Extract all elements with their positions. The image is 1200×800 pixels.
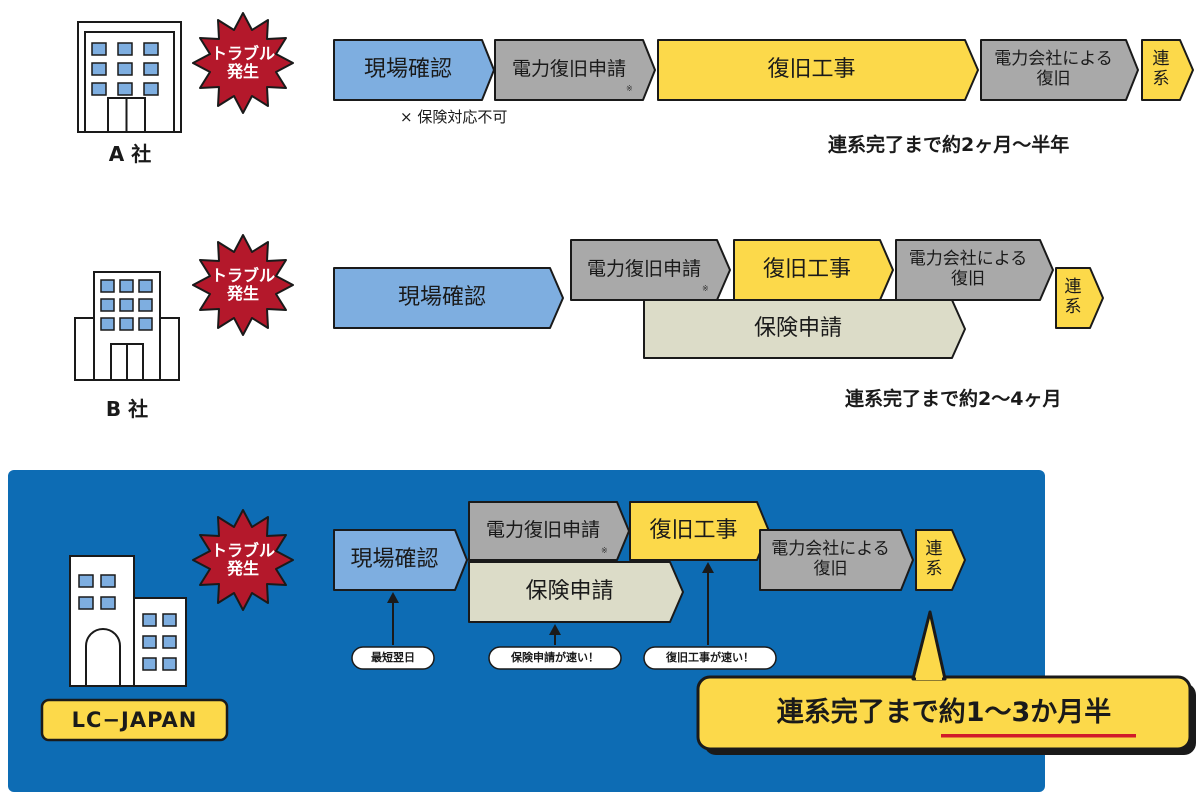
step-lc-power-application [468, 501, 630, 561]
step-b-grid-connection [1055, 267, 1104, 329]
summary-underline [941, 734, 1136, 738]
step-lc-utility-recovery [759, 529, 914, 591]
step-a-recovery-work [657, 39, 979, 101]
callout-pill-fastest [351, 646, 435, 670]
building-a-icon [77, 21, 182, 133]
building-b-icon [74, 271, 180, 381]
step-a-utility-recovery [980, 39, 1139, 101]
callout-pill-recovery-fast [643, 646, 777, 670]
note-mark-lc: ※ [601, 546, 608, 555]
step-b-power-application [570, 239, 731, 301]
step-lc-site-check [333, 529, 468, 591]
step-b-insurance [643, 299, 966, 359]
step-b-recovery-work [733, 239, 894, 301]
step-lc-insurance [468, 561, 684, 623]
trouble-burst-a-icon [192, 12, 294, 114]
note-mark-b: ※ [702, 284, 709, 293]
callout-pill-insurance-fast [488, 646, 622, 670]
step-a-power-application [494, 39, 656, 101]
step-a-grid-connection [1141, 39, 1194, 101]
lc-summary-bubble [696, 610, 1196, 755]
step-b-utility-recovery [895, 239, 1054, 301]
note-mark-a: ※ [626, 84, 633, 93]
step-lc-grid-connection [915, 529, 966, 591]
lc-japan-name-tag [40, 698, 229, 742]
step-a-site-check [333, 39, 495, 101]
callout-arrows [387, 562, 714, 645]
building-lc-icon [69, 555, 187, 687]
step-lc-recovery-work [629, 501, 770, 561]
trouble-burst-b-icon [192, 234, 294, 336]
step-b-site-check [333, 267, 564, 329]
